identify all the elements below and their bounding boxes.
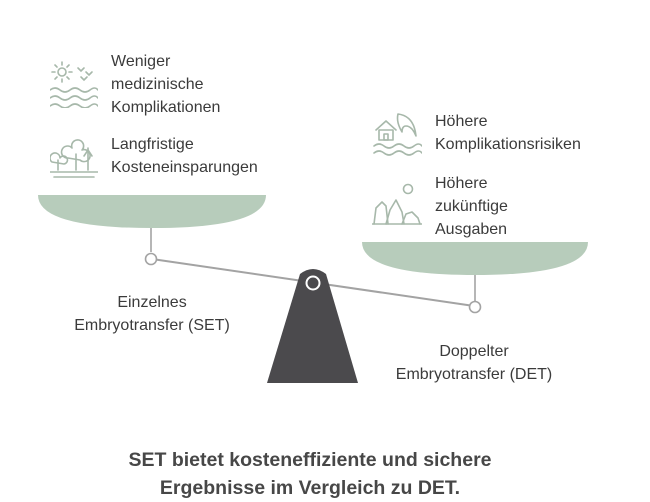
trees-icon [50,134,98,182]
rocks-moon-icon [372,180,422,228]
house-wave-icon [372,110,422,158]
conclusion-text: SET bietet kosteneffiziente und sichere … [128,448,492,499]
right-item-2-text: Höhere zukünftige Ausgaben [435,175,508,238]
left-pan [38,195,266,228]
pivot [305,275,321,291]
det-label: Doppelter Embryotransfer (DET) [395,343,553,383]
set-label: Einzelnes Embryotransfer (SET) [74,294,230,334]
left-item-2-text: Langfristige Kosteneinsparungen [111,136,258,176]
right-item-1-text: Höhere Komplikationsrisiken [435,113,581,153]
right-pan [362,242,588,275]
fulcrum [267,269,358,383]
sun-birds-waves-icon [50,60,98,108]
right-joint [468,300,482,314]
left-item-1-text: Weniger medizinische Komplikationen [111,53,221,116]
left-joint [144,252,158,266]
